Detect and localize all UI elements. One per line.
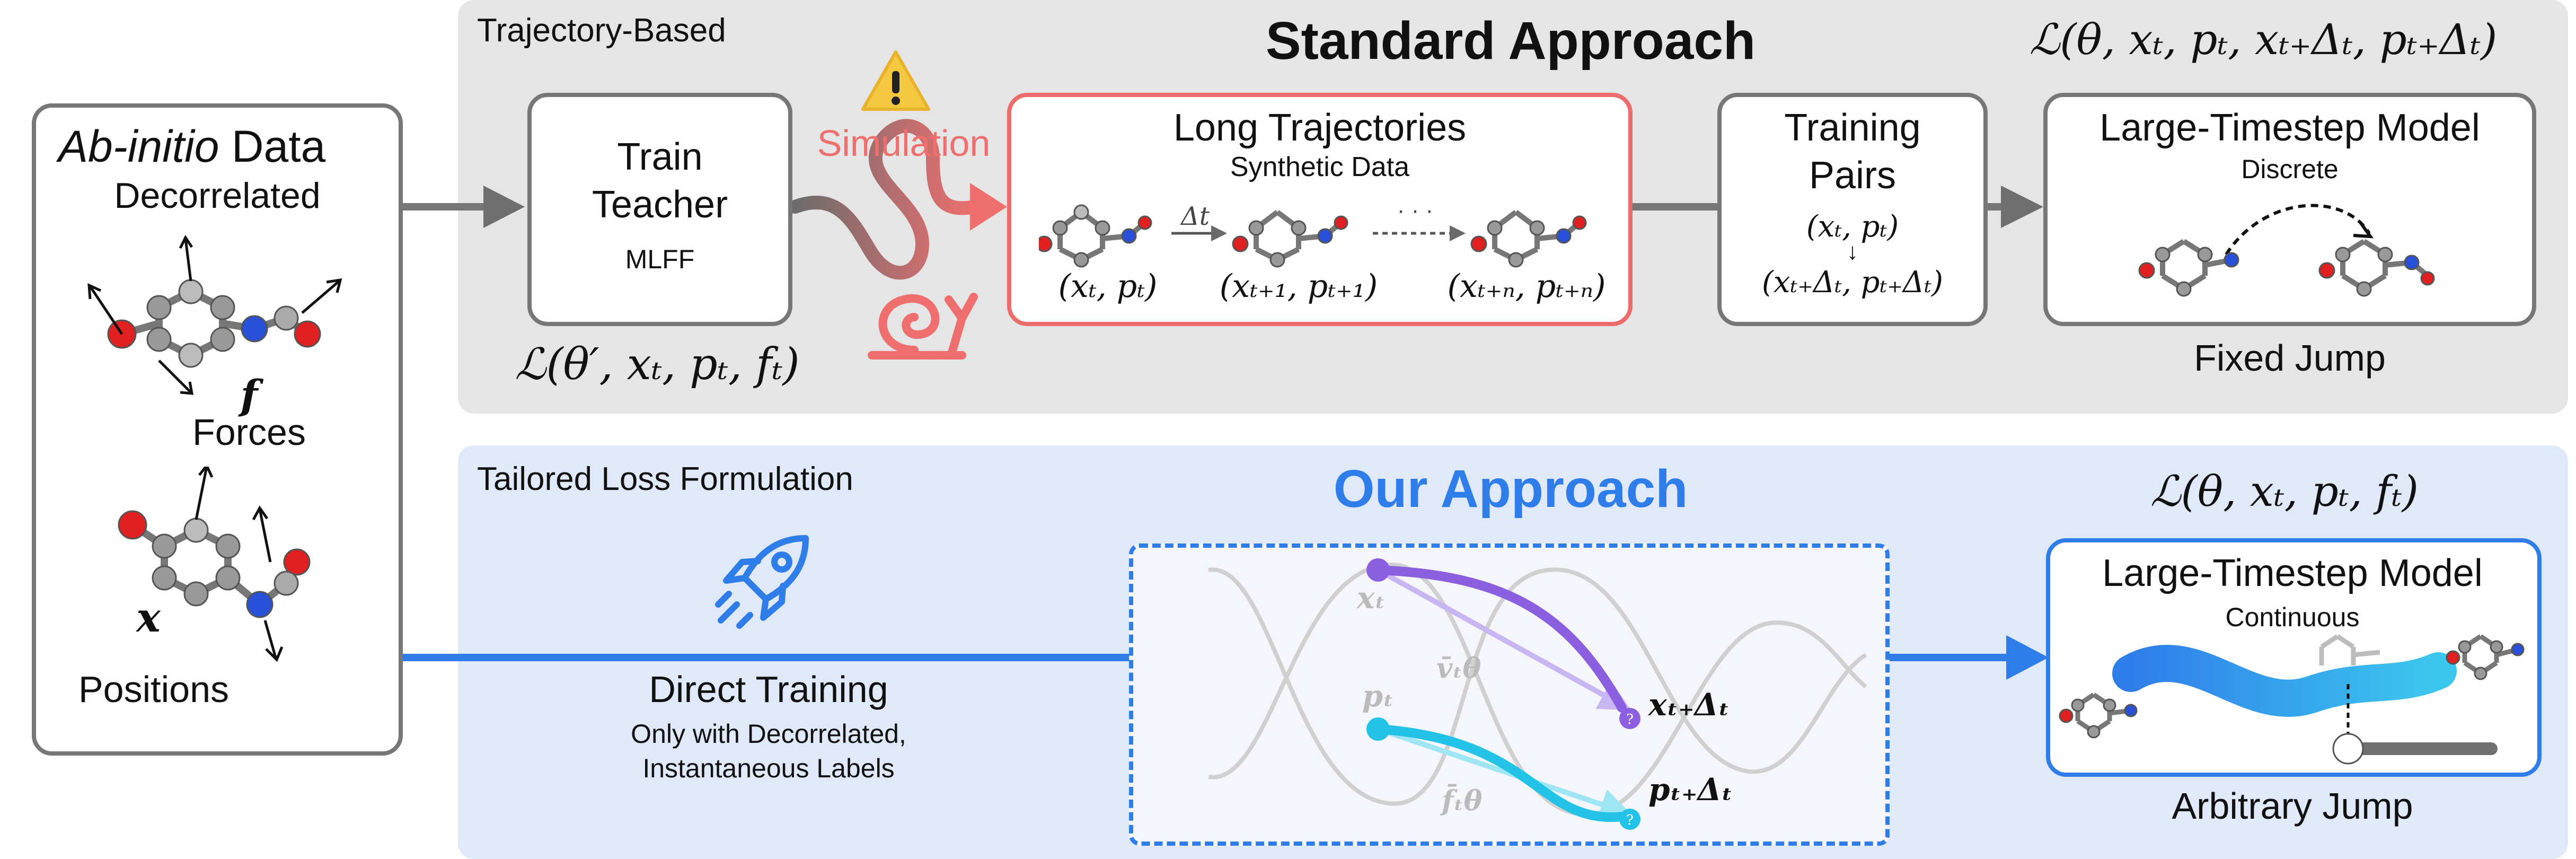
standard-approach-title: Standard Approach (1265, 11, 1756, 71)
pairs-title-1: Training (1784, 107, 1921, 149)
x-next-label: xₜ₊Δₜ (1648, 687, 1730, 723)
traj-state-0: (xₜ, pₜ) (1058, 268, 1158, 305)
trajectory-based-label: Trajectory-Based (477, 12, 726, 49)
pairs-title-2: Pairs (1809, 154, 1896, 197)
standard-loss: ℒ(θ, xₜ, pₜ, xₜ₊Δₜ, pₜ₊Δₜ) (2029, 15, 2498, 64)
f-theta-label: f̄ₜθ (1442, 785, 1483, 817)
fixed-jump-label: Fixed Jump (2194, 337, 2386, 379)
simulation-path (788, 119, 982, 280)
discrete-model-sub: Discrete (2241, 154, 2339, 184)
svg-text:?: ? (1626, 812, 1634, 828)
direct-training-sub-1: Only with Decorrelated, (631, 719, 906, 749)
continuous-model-title: Large-Timestep Model (2102, 552, 2483, 594)
positions-label: Positions (78, 669, 230, 710)
traj-dt: Δt (1181, 201, 1210, 231)
position-symbol: x (136, 594, 161, 641)
direct-training-sub-2: Instantaneous Labels (642, 753, 895, 783)
ab-initio-title: Ab-initio Data (58, 121, 326, 171)
traj-dots: · · · (1397, 197, 1434, 223)
p-t-label: pₜ (1362, 679, 1394, 714)
phase-space-graphic: ? ? (1208, 558, 1867, 830)
tailored-loss-label: Tailored Loss Formulation (477, 461, 853, 497)
continuous-model-sub: Continuous (2225, 602, 2360, 632)
rocket-icon (715, 535, 809, 629)
v-theta-label: v̄ₜθ (1436, 652, 1481, 685)
arbitrary-jump-label: Arbitrary Jump (2172, 785, 2413, 827)
our-loss: ℒ(θ, xₜ, pₜ, fₜ) (2150, 467, 2419, 516)
pairs-to: (xₜ₊Δₜ, pₜ₊Δₜ) (1762, 265, 1943, 300)
decorrelated-label: Decorrelated (114, 176, 321, 216)
training-pairs-box (1717, 93, 1988, 326)
x-t-label: xₜ (1357, 581, 1386, 616)
teacher-title-1: Train (617, 136, 703, 178)
traj-state-1: (xₜ₊₁, pₜ₊₁) (1219, 268, 1378, 305)
p-next-label: pₜ₊Δₜ (1648, 772, 1733, 808)
force-symbol: f (240, 371, 258, 418)
pairs-from: (xₜ, pₜ) (1806, 209, 1899, 244)
direct-training-title: Direct Training (649, 669, 888, 710)
forces-label: Forces (192, 411, 306, 453)
svg-text:?: ? (1626, 712, 1634, 727)
traj-title: Long Trajectories (1173, 107, 1467, 149)
snail-icon (868, 293, 978, 360)
traj-state-n: (xₜ₊ₙ, pₜ₊ₙ) (1447, 268, 1606, 305)
continuous-jump-graphic (2059, 634, 2525, 765)
teacher-loss: ℒ(θ′, xₜ, pₜ, fₜ) (515, 339, 800, 390)
traj-sub: Synthetic Data (1230, 152, 1410, 182)
teacher-title-2: Teacher (592, 183, 728, 226)
discrete-model-title: Large-Timestep Model (2099, 107, 2480, 149)
our-approach-title: Our Approach (1333, 459, 1688, 519)
trajectory-molecules (1039, 204, 1587, 268)
pairs-arrow-icon: ↓ (1847, 239, 1858, 265)
train-teacher-box (527, 93, 792, 326)
ab-initio-data-box (32, 103, 403, 756)
warning-icon (861, 50, 930, 111)
teacher-sub: MLFF (625, 244, 695, 274)
molecule-icon (87, 235, 342, 395)
long-trajectories-box (1007, 93, 1633, 326)
discrete-jump-graphic (2138, 204, 2435, 297)
molecule-positions-icon (118, 467, 311, 662)
simulation-label: Simulation (817, 122, 991, 164)
